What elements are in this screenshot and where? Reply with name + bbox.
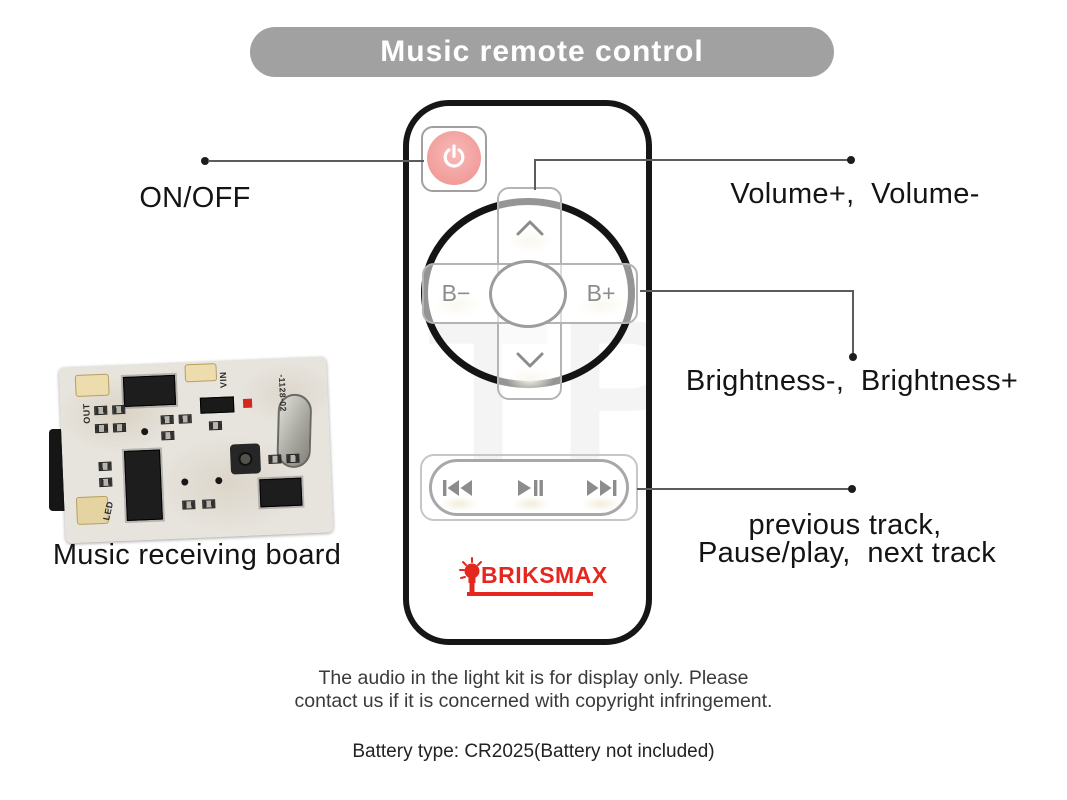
play-pause-icon: [515, 478, 545, 498]
brightness-callout-dot: [849, 353, 857, 361]
next-track-icon: [584, 478, 618, 498]
brand-underline: [467, 592, 593, 596]
media-play-shadow: [512, 496, 550, 512]
power-button-face: [427, 131, 481, 185]
onoff-callout-dot: [201, 157, 209, 165]
pcb-label-out: OUT: [81, 403, 93, 424]
pcb-hole: [181, 478, 189, 486]
pcb-ic-chip: [199, 396, 235, 414]
pcb-pad: [94, 405, 108, 416]
pcb-hole: [141, 427, 149, 436]
media-next-shadow: [582, 496, 620, 512]
pcb-pad: [286, 453, 300, 464]
media-prev-shadow: [440, 496, 478, 512]
power-icon: [438, 142, 470, 174]
pcb-connector: [184, 363, 218, 383]
board-caption: Music receiving board: [52, 539, 342, 571]
tracks-callout-dot: [848, 485, 856, 493]
battery-note: Battery type: CR2025(Battery not include…: [352, 741, 715, 762]
pcb-label-code: -1128-02: [276, 374, 289, 413]
brand-name: BRIKSMAX: [481, 562, 608, 588]
pcb-ic-chip: [122, 374, 177, 407]
pcb-label-vin: VIN: [218, 371, 229, 389]
volume-callout-line-v: [534, 159, 536, 190]
pcb-pad: [94, 423, 109, 434]
pcb-pad: [99, 477, 113, 488]
onoff-callout-line: [208, 160, 424, 162]
brightness-label: Brightness-, Brightness+: [685, 365, 1019, 397]
pcb-pad: [160, 414, 174, 425]
pcb-ic-chip: [123, 449, 163, 521]
onoff-label: ON/OFF: [139, 182, 251, 214]
pcb-pad: [202, 499, 216, 509]
brightness-callout-line-h: [640, 290, 854, 292]
title-banner: Music remote control: [250, 27, 834, 77]
bulb-icon: [459, 556, 485, 596]
pcb-pad: [268, 454, 282, 464]
pcb-led-red: [242, 398, 253, 408]
tracks-callout-line: [637, 488, 851, 490]
copyright-note: The audio in the light kit is for displa…: [0, 667, 1067, 713]
pcb-ic-chip: [259, 477, 303, 508]
dpad-center-button: [489, 260, 567, 328]
media-bar-outer: [420, 454, 638, 521]
pcb-pad: [98, 461, 112, 472]
pcb-board: OUT VIN LED -1128-02: [58, 356, 334, 544]
volume-label: Volume+, Volume-: [730, 178, 980, 210]
chevron-down-icon: [511, 348, 549, 372]
volume-callout-line-h: [534, 159, 850, 161]
pcb-connector: [74, 373, 110, 397]
pcb-pad: [112, 422, 127, 433]
volume-callout-dot: [847, 156, 855, 164]
pcb-pad: [182, 500, 196, 510]
brightness-plus-button-label: B+: [586, 279, 616, 306]
pcb-pad: [208, 420, 223, 431]
chevron-up-icon: [511, 216, 549, 240]
copyright-note-line1: The audio in the light kit is for displa…: [318, 667, 749, 689]
pcb-hole: [215, 476, 223, 485]
brand-logo: BRIKSMAX: [459, 556, 607, 600]
pcb-pad: [161, 430, 175, 441]
tracks-label-line2: Pause/play, next track: [697, 537, 997, 569]
pcb-pad: [178, 414, 192, 424]
copyright-note-line2: contact us if it is concerned with copyr…: [294, 690, 773, 712]
brightness-callout-line-v: [852, 290, 854, 354]
page-title: Music remote control: [380, 35, 704, 68]
previous-track-icon: [441, 478, 475, 498]
tracks-label-line1: previous track,: [748, 509, 942, 541]
brightness-minus-button-label: B−: [441, 279, 471, 306]
pcb-pad: [112, 404, 126, 415]
